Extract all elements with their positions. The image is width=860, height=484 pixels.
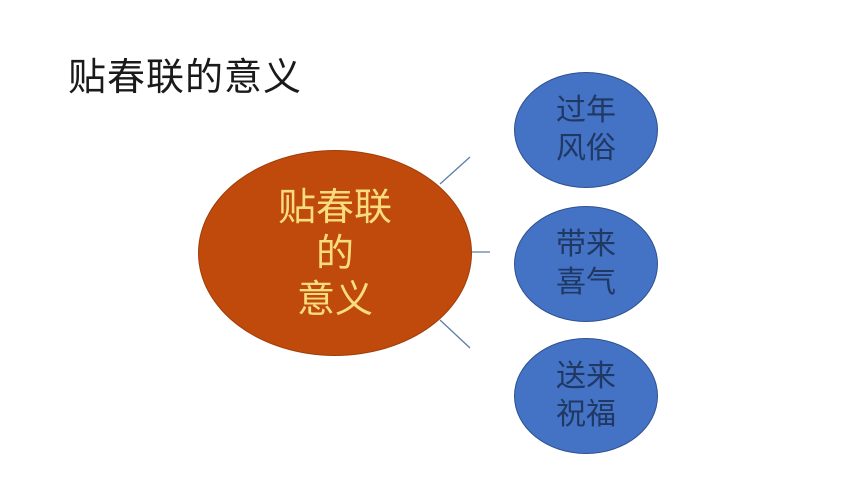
center-node: 贴春联 的 意义 (198, 150, 472, 356)
branch-node-customs: 过年 风俗 (514, 72, 658, 188)
center-node-line: 贴春联 (277, 185, 392, 229)
branch-node-line: 风俗 (556, 131, 616, 166)
branch-node-line: 带来 (556, 227, 616, 262)
branch-node-line: 喜气 (556, 265, 616, 300)
branch-node-joy: 带来 喜气 (514, 206, 658, 322)
connector-line-3 (439, 319, 471, 349)
branch-node-line: 送来 (556, 359, 616, 394)
branch-node-line: 过年 (556, 93, 616, 128)
branch-node-line: 祝福 (556, 397, 616, 432)
center-node-line: 的 (315, 231, 354, 275)
branch-node-blessing: 送来 祝福 (514, 338, 658, 454)
connector-line-1 (439, 156, 471, 185)
slide-title: 贴春联的意义 (68, 55, 303, 99)
center-node-line: 意义 (296, 277, 373, 321)
